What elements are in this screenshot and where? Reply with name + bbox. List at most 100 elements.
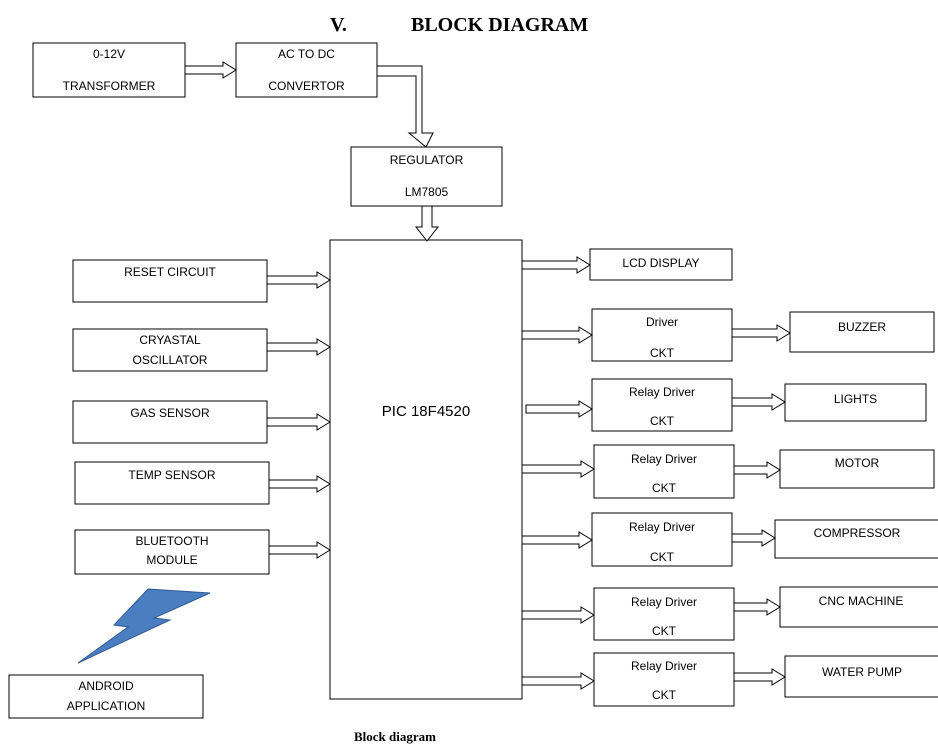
compressor-box: COMPRESSOR	[774, 519, 938, 559]
motor-driver-box-border	[593, 444, 735, 499]
transformer-box-label: 0-12V	[93, 47, 125, 61]
water-pump-box-label: WATER PUMP	[822, 665, 902, 679]
motor-box: MOTOR	[779, 449, 935, 489]
android-application-box-label: ANDROID	[78, 679, 134, 693]
regulator-box-label: REGULATOR	[390, 153, 464, 167]
pump-driver-box-border	[593, 652, 735, 707]
lights-driver-box-label: Relay Driver	[629, 385, 695, 399]
buzzer-box-label: BUZZER	[838, 320, 886, 334]
crystal-oscillator-box-label: OSCILLATOR	[133, 353, 208, 367]
gas-sensor-box: GAS SENSOR	[72, 400, 268, 444]
gas-sensor-box-border	[72, 400, 268, 444]
reset-circuit-box-label: RESET CIRCUIT	[124, 265, 216, 279]
regulator-box: REGULATOR LM7805	[350, 146, 503, 207]
arrow-buzzer-driver-to-buzzer	[731, 324, 791, 342]
water-pump-box: WATER PUMP	[784, 655, 938, 698]
transformer-box-label: TRANSFORMER	[63, 79, 156, 93]
arrow-mcu-to-buzzer-driver	[521, 326, 593, 344]
arrow-motor-driver-to-motor	[733, 461, 781, 479]
arrow-gas-to-mcu	[266, 413, 331, 431]
compressor-box-label: COMPRESSOR	[814, 526, 901, 540]
heading-number: V.	[330, 14, 347, 36]
crystal-oscillator-box-label: CRYASTAL	[139, 333, 201, 347]
arrow-bluetooth-to-mcu	[268, 541, 331, 559]
compressor-driver-box-label: Relay Driver	[629, 520, 695, 534]
temp-sensor-box-label: TEMP SENSOR	[128, 468, 215, 482]
regulator-box-label: LM7805	[405, 185, 449, 199]
android-application-box-border	[8, 674, 204, 719]
diagram-caption: Block diagram	[354, 729, 436, 744]
arrow-cnc-driver-to-cnc	[733, 598, 781, 616]
bluetooth-module-box: BLUETOOTH MODULE	[74, 529, 270, 575]
microcontroller-box-label: PIC 18F4520	[382, 403, 470, 420]
motor-driver-box-label: CKT	[652, 481, 677, 495]
bluetooth-module-box-label: MODULE	[146, 553, 197, 567]
microcontroller-box-border	[329, 239, 523, 700]
compressor-driver-box-border	[591, 512, 733, 567]
bluetooth-module-box-border	[74, 529, 270, 575]
arrow-pump-driver-to-pump	[733, 668, 786, 686]
cnc-driver-box-label: Relay Driver	[631, 595, 697, 609]
temp-sensor-box-border	[74, 461, 270, 505]
arrow-mcu-to-lcd	[521, 256, 591, 274]
arrow-mcu-to-compressor-driver	[521, 531, 593, 549]
arrow-mcu-to-pump-driver	[521, 672, 595, 690]
arrow-compressor-driver-to-compressor	[731, 529, 776, 547]
lcd-display-box-border	[589, 248, 733, 281]
converter-box-label: CONVERTOR	[268, 79, 345, 93]
lights-driver-box-border	[591, 378, 733, 432]
lcd-display-box: LCD DISPLAY	[589, 248, 733, 281]
buzzer-box-border	[789, 311, 935, 353]
heading-title: BLOCK DIAGRAM	[411, 14, 588, 36]
arrow-mcu-to-motor-driver	[521, 460, 595, 478]
converter-box-border	[235, 42, 378, 98]
reset-circuit-box: RESET CIRCUIT	[72, 259, 268, 303]
pump-driver-box-label: Relay Driver	[631, 659, 697, 673]
lcd-display-box-label: LCD DISPLAY	[622, 256, 699, 270]
transformer-box: 0-12V TRANSFORMER	[32, 42, 186, 98]
compressor-driver-box-label: CKT	[650, 550, 675, 564]
buzzer-driver-box-label: CKT	[650, 346, 675, 360]
motor-box-label: MOTOR	[835, 456, 880, 470]
lights-box-label: LIGHTS	[834, 392, 877, 406]
transformer-box-border	[32, 42, 186, 98]
arrow-mcu-to-cnc-driver	[521, 606, 595, 624]
cnc-machine-box-label: CNC MACHINE	[819, 594, 904, 608]
arrow-transformer-to-converter	[184, 61, 237, 79]
crystal-oscillator-box: CRYASTAL OSCILLATOR	[72, 328, 268, 372]
android-application-box-label: APPLICATION	[67, 699, 145, 713]
arrow-temp-to-mcu	[268, 475, 331, 493]
cnc-driver-box-border	[593, 587, 735, 641]
lights-driver-box-label: CKT	[650, 414, 675, 428]
cnc-driver-box-label: CKT	[652, 624, 677, 638]
reset-circuit-box-border	[72, 259, 268, 303]
cnc-machine-box: CNC MACHINE	[779, 586, 938, 628]
arrow-regulator-to-microcontroller	[414, 205, 440, 242]
motor-driver-box-label: Relay Driver	[631, 452, 697, 466]
lightning-bolt-icon	[77, 588, 211, 664]
cnc-machine-box-border	[779, 586, 938, 628]
arrow-mcu-to-lights-driver	[525, 400, 593, 418]
pump-driver-box-label: CKT	[652, 688, 677, 702]
temp-sensor-box: TEMP SENSOR	[74, 461, 270, 505]
motor-box-border	[779, 449, 935, 489]
buzzer-driver-box-label: Driver	[646, 315, 678, 329]
bluetooth-module-box-label: BLUETOOTH	[135, 534, 208, 548]
android-application-box: ANDROID APPLICATION	[8, 674, 204, 719]
arrow-crystal-to-mcu	[266, 338, 331, 356]
crystal-oscillator-box-border	[72, 328, 268, 372]
lights-box: LIGHTS	[784, 383, 927, 422]
buzzer-box: BUZZER	[789, 311, 935, 353]
microcontroller-box: PIC 18F4520	[329, 239, 523, 700]
arrow-lights-driver-to-lights	[731, 393, 786, 411]
gas-sensor-box-label: GAS SENSOR	[130, 406, 210, 420]
arrow-converter-to-regulator	[376, 65, 434, 148]
